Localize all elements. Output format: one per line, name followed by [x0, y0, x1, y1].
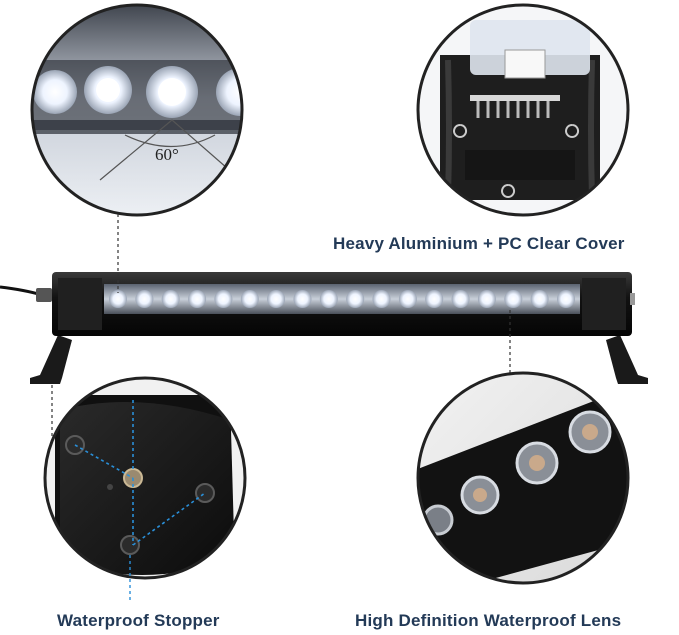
beam-angle-label: 60° — [155, 145, 179, 164]
cover-feature-label: Heavy Aluminium + PC Clear Cover — [333, 234, 625, 253]
bar-led — [451, 290, 470, 308]
bar-led — [557, 290, 575, 308]
bar-led — [267, 290, 286, 308]
left-mount-bracket — [30, 335, 72, 384]
bar-led — [477, 290, 496, 308]
waterproof-lens-callout — [416, 371, 630, 585]
bar-led — [530, 290, 549, 308]
stopper-feature-label: Waterproof Stopper — [57, 611, 220, 630]
right-mount-bracket — [606, 335, 648, 384]
bar-led — [504, 290, 523, 308]
bar-led — [109, 290, 127, 308]
bar-led — [346, 290, 365, 308]
led-light-bar — [0, 272, 648, 384]
bar-led — [372, 290, 391, 308]
bar-led — [135, 290, 154, 308]
bar-led — [188, 290, 207, 308]
bar-led — [240, 290, 259, 308]
beam-angle-callout — [30, 3, 244, 217]
bar-led — [293, 290, 312, 308]
bar-led — [319, 290, 338, 308]
aluminium-profile-callout — [416, 3, 630, 217]
power-cable — [0, 285, 43, 297]
cable-connector — [36, 288, 52, 302]
bar-led — [398, 290, 417, 308]
lens-feature-label: High Definition Waterproof Lens — [355, 611, 622, 630]
bar-led-row — [109, 290, 575, 308]
bar-led — [161, 290, 180, 308]
bar-led — [425, 290, 444, 308]
waterproof-stopper-callout — [43, 376, 247, 600]
bar-led — [214, 290, 233, 308]
